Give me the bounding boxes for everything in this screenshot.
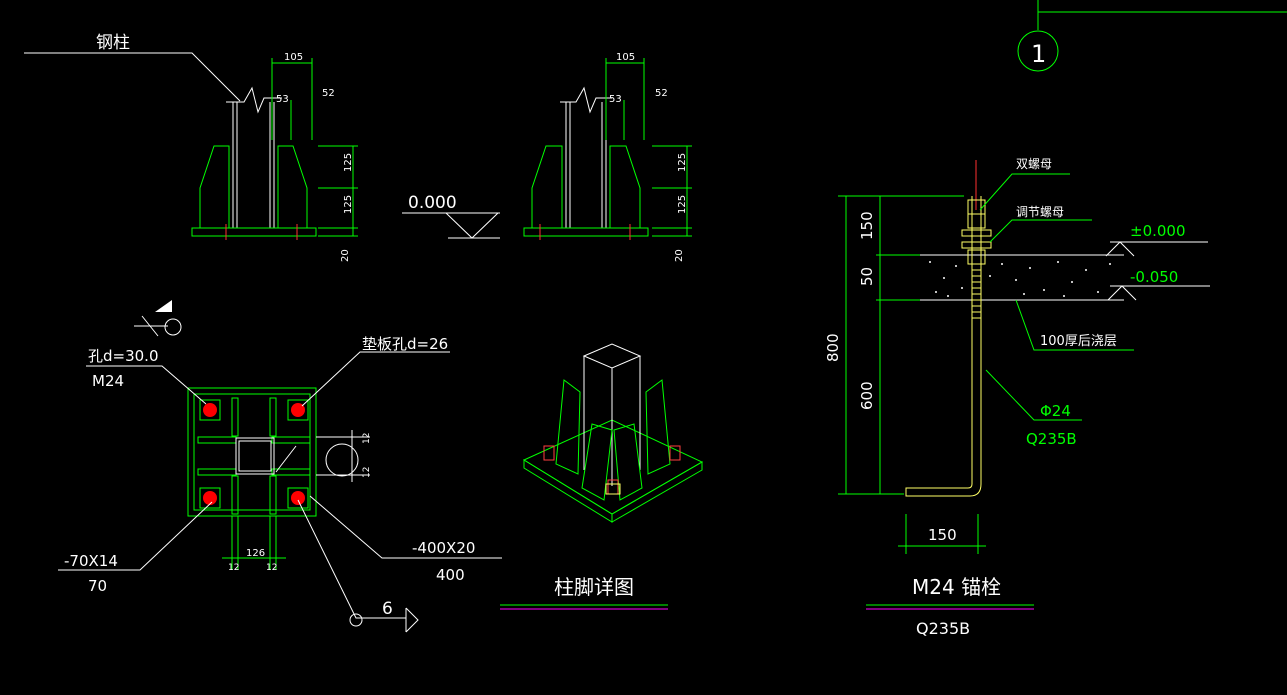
material-label: Q235B: [1026, 430, 1077, 448]
plate-label-bottom: 400: [436, 566, 465, 584]
dim-width: 105: [284, 52, 303, 63]
dim-rib-lower-2: 125: [677, 195, 688, 214]
dim-600: 600: [858, 381, 876, 410]
thread-lines: [972, 269, 981, 319]
dim-plate-2: 20: [674, 249, 685, 262]
dim-offset-b-2: 52: [655, 88, 668, 99]
dim-plate: 20: [340, 249, 351, 262]
dim-hook: 150: [928, 526, 957, 544]
bolt-label: M24: [92, 372, 124, 390]
double-nut-label: 双螺母: [1016, 157, 1052, 171]
rib-label-bottom: 70: [88, 577, 107, 595]
anchor-title: M24 锚栓: [912, 575, 1001, 599]
iso-title: 柱脚详图: [554, 575, 634, 599]
diameter-label: Φ24: [1040, 402, 1071, 420]
isometric-view: 柱脚详图: [500, 343, 704, 610]
rib-label-top: -70X14: [64, 552, 118, 570]
dim-total: 800: [824, 333, 842, 362]
dim-offset-a: 53: [276, 94, 289, 105]
section-mark: 6: [382, 599, 393, 619]
dim-50: 50: [858, 267, 876, 286]
dim-12-left: 12: [228, 563, 239, 573]
anchor-subtitle: Q235B: [916, 619, 970, 638]
dim-width-2: 105: [616, 52, 635, 63]
callout-number: 1: [1031, 40, 1046, 68]
level-top: ±0.000: [1130, 222, 1186, 240]
plan-view: 孔d=30.0 M24 垫板孔d=26 -70X14 70 -400X20 40…: [58, 300, 502, 633]
dim-126: 126: [246, 548, 265, 559]
level-mark: 0.000: [402, 193, 500, 239]
dim-rib-upper-2: 125: [677, 153, 688, 172]
dim-12-right: 12: [266, 563, 277, 573]
dim-side-a: 12: [362, 433, 372, 444]
washer-label: 垫板孔d=26: [362, 335, 448, 353]
dim-rib-lower: 125: [343, 195, 354, 214]
dim-150: 150: [858, 211, 876, 240]
adjust-nut-label: 调节螺母: [1016, 205, 1064, 219]
grout-dots: [929, 261, 1111, 297]
dim-offset-a-2: 53: [609, 94, 622, 105]
dim-rib-upper: 125: [343, 153, 354, 172]
grout-label: 100厚后浇层: [1040, 334, 1117, 349]
column-label: 钢柱: [96, 33, 130, 53]
anchor-detail: 1 双螺母 调节螺母: [824, 0, 1287, 638]
plate-label-top: -400X20: [412, 539, 475, 557]
elevation-view-left: 钢柱 105 53 52 125 125 20: [24, 33, 358, 262]
level-bottom: -0.050: [1130, 268, 1178, 286]
level-mark-value: 0.000: [408, 193, 457, 213]
hole-label: 孔d=30.0: [88, 347, 159, 365]
elevation-view-right: 105 53 52 125 125 20: [523, 52, 692, 262]
dim-side-b: 12: [362, 467, 372, 478]
dim-offset-b: 52: [322, 88, 335, 99]
